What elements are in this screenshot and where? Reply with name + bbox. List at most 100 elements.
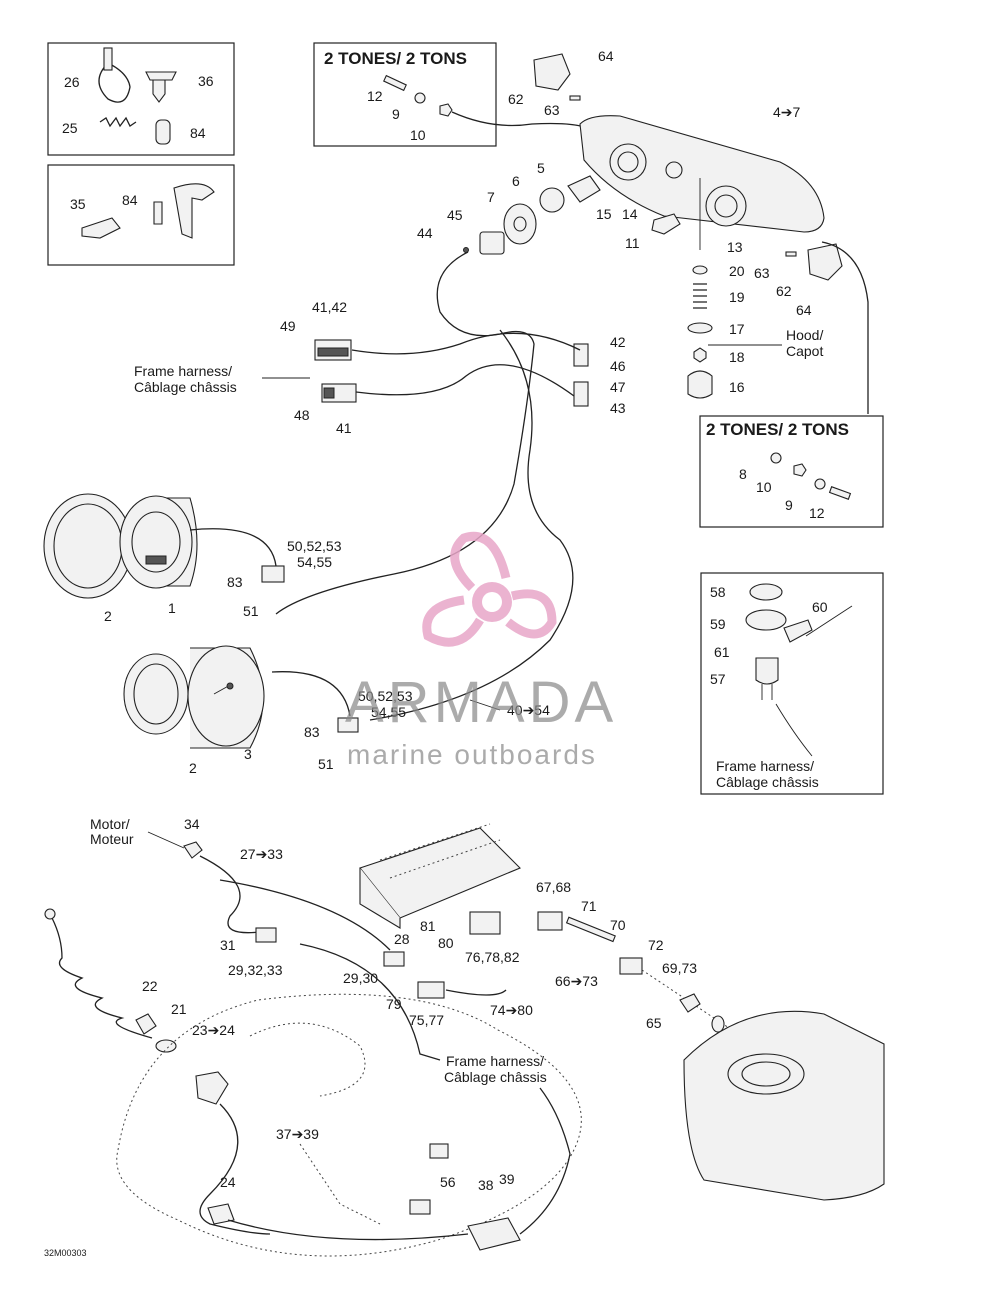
part-label: 64 (796, 302, 812, 318)
frame-harness-note: Frame harness/ (716, 758, 814, 774)
inset-box-clips (47, 164, 235, 266)
hood-bracket-right (785, 241, 869, 414)
part-label: 62 (776, 283, 792, 299)
fuel-tank (683, 1010, 885, 1201)
part-label: 63 (544, 102, 560, 118)
part-label: 17 (729, 321, 745, 337)
control-module-box (359, 823, 521, 929)
part-label: 10 (756, 479, 772, 495)
part-label: 79 (386, 996, 402, 1012)
part-label: 31 (220, 937, 236, 953)
part-label: 43 (610, 400, 626, 416)
part-label: 37➔39 (276, 1126, 319, 1142)
part-label: 65 (646, 1015, 662, 1031)
part-label: 19 (729, 289, 745, 305)
part-label: 3 (244, 746, 252, 762)
frame-harness-note: Frame harness/ (134, 363, 232, 379)
part-label: 12 (809, 505, 825, 521)
part-label: 40➔54 (507, 702, 550, 718)
adjuster-stack: 13 (687, 178, 743, 399)
frame-harness-note: Frame harness/ (446, 1053, 544, 1069)
part-label: 25 (62, 120, 78, 136)
part-label: 29,30 (343, 970, 378, 986)
bulb-socket-group (463, 175, 601, 255)
part-label: 35 (70, 196, 86, 212)
speedometer-gauge (43, 493, 198, 599)
part-label: 57 (710, 671, 726, 687)
box-title: 2 TONES/ 2 TONS (706, 420, 849, 439)
part-label: 41,42 (312, 299, 347, 315)
part-label: 9 (785, 497, 793, 513)
part-label: 46 (610, 358, 626, 374)
part-label: 47 (610, 379, 626, 395)
part-label: 49 (280, 318, 296, 334)
part-label: 7 (487, 189, 495, 205)
part-label: 38 (478, 1177, 494, 1193)
part-label: 26 (64, 74, 80, 90)
part-label: 28 (394, 931, 410, 947)
part-label: 12 (367, 88, 383, 104)
part-label: 9 (392, 106, 400, 122)
console-outline (116, 993, 582, 1257)
frame-harness-note: Câblage châssis (134, 379, 237, 395)
part-label: 36 (198, 73, 214, 89)
part-label: 50,52,53 (287, 538, 342, 554)
part-label: 2 (189, 760, 197, 776)
part-label: 84 (122, 192, 138, 208)
part-label: 39 (499, 1171, 515, 1187)
connector-group-left (314, 339, 357, 403)
part-label: 59 (710, 616, 726, 632)
inset-box-fasteners (47, 42, 235, 156)
part-label: 56 (440, 1174, 456, 1190)
part-label: 23➔24 (192, 1022, 235, 1038)
part-label: 5 (537, 160, 545, 176)
part-label: 22 (142, 978, 158, 994)
part-label: 44 (417, 225, 433, 241)
part-label: 75,77 (409, 1012, 444, 1028)
part-label: 70 (610, 917, 626, 933)
part-label: 21 (171, 1001, 187, 1017)
part-label: 10 (410, 127, 426, 143)
part-label: 11 (625, 235, 640, 251)
part-label: 51 (318, 756, 334, 772)
hood-bracket-top (533, 53, 581, 101)
part-label: 81 (420, 918, 436, 934)
armada-watermark (422, 532, 557, 647)
motor-note: Moteur (90, 831, 134, 847)
tachometer-gauge (123, 645, 265, 749)
part-label: 14 (622, 206, 638, 222)
part-label: 54,55 (371, 704, 406, 720)
part-label: 45 (447, 207, 463, 223)
connector-group-right (573, 343, 589, 407)
main-harness-wire (275, 251, 535, 615)
part-label: 72 (648, 937, 664, 953)
part-label: 61 (714, 644, 730, 660)
frame-harness-note: Câblage châssis (444, 1069, 547, 1085)
two-tone-hardware-box-top (313, 42, 497, 147)
part-label: 64 (598, 48, 614, 64)
part-label: 24 (220, 1174, 236, 1190)
part-label: 1 (168, 600, 176, 616)
part-label: 34 (184, 816, 200, 832)
part-label: 54,55 (297, 554, 332, 570)
watermark-brand: ARMADA (345, 670, 617, 735)
part-label: 27➔33 (240, 846, 283, 862)
hood-note: Hood/ (786, 327, 823, 343)
part-label: 67,68 (536, 879, 571, 895)
part-label: 13 (727, 239, 743, 255)
part-label: 80 (438, 935, 454, 951)
part-label: 15 (596, 206, 612, 222)
part-label: 74➔80 (490, 1002, 533, 1018)
part-label: 84 (190, 125, 206, 141)
part-label: 58 (710, 584, 726, 600)
part-label: 42 (610, 334, 626, 350)
part-label: 83 (304, 724, 320, 740)
part-label: 71 (581, 898, 597, 914)
part-label: 83 (227, 574, 243, 590)
part-label: 29,32,33 (228, 962, 283, 978)
part-label: 18 (729, 349, 745, 365)
hood-note: Capot (786, 343, 823, 359)
watermark-tagline: marine outboards (347, 739, 597, 770)
